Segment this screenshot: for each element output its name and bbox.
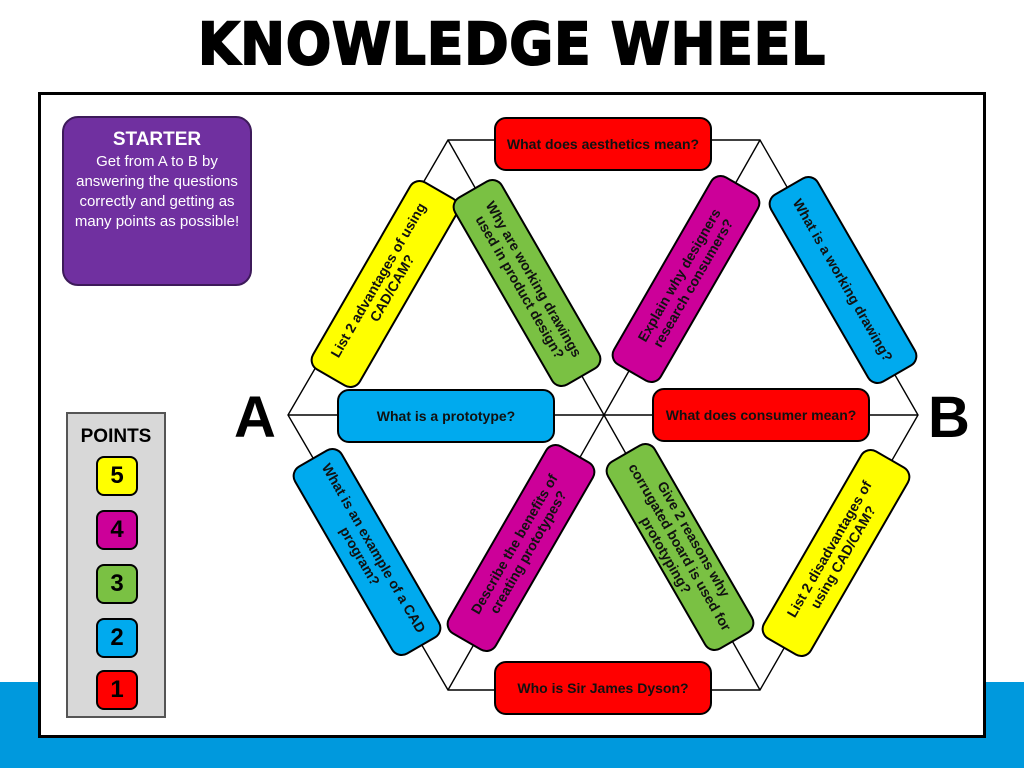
question-text: What is a prototype?	[376, 408, 516, 424]
question-card-top[interactable]: What does aesthetics mean?	[494, 117, 712, 171]
page-title: KNOWLEDGE WHEEL	[197, 9, 827, 79]
starter-title: STARTER	[112, 129, 202, 150]
points-2: 2	[96, 618, 138, 658]
points-4: 4	[96, 510, 138, 550]
question-card-middle-right[interactable]: What does consumer mean?	[652, 388, 870, 442]
question-text: Who is Sir James Dyson?	[517, 680, 689, 696]
points-1: 1	[96, 670, 138, 710]
question-card-middle-left[interactable]: What is a prototype?	[337, 389, 555, 443]
starter-box: STARTER Get from A to B by answering the…	[62, 116, 252, 286]
points-legend: POINTS 5 4 3 2 1	[66, 412, 166, 718]
points-title: POINTS	[80, 426, 152, 447]
question-text: What does aesthetics mean?	[506, 136, 700, 152]
question-text: What does consumer mean?	[665, 407, 857, 423]
start-label: A	[234, 385, 276, 450]
end-label: B	[928, 385, 970, 450]
starter-instructions: Get from A to B by answering the questio…	[74, 153, 240, 230]
points-5: 5	[96, 456, 138, 496]
question-card-bottom[interactable]: Who is Sir James Dyson?	[494, 661, 712, 715]
points-3: 3	[96, 564, 138, 604]
